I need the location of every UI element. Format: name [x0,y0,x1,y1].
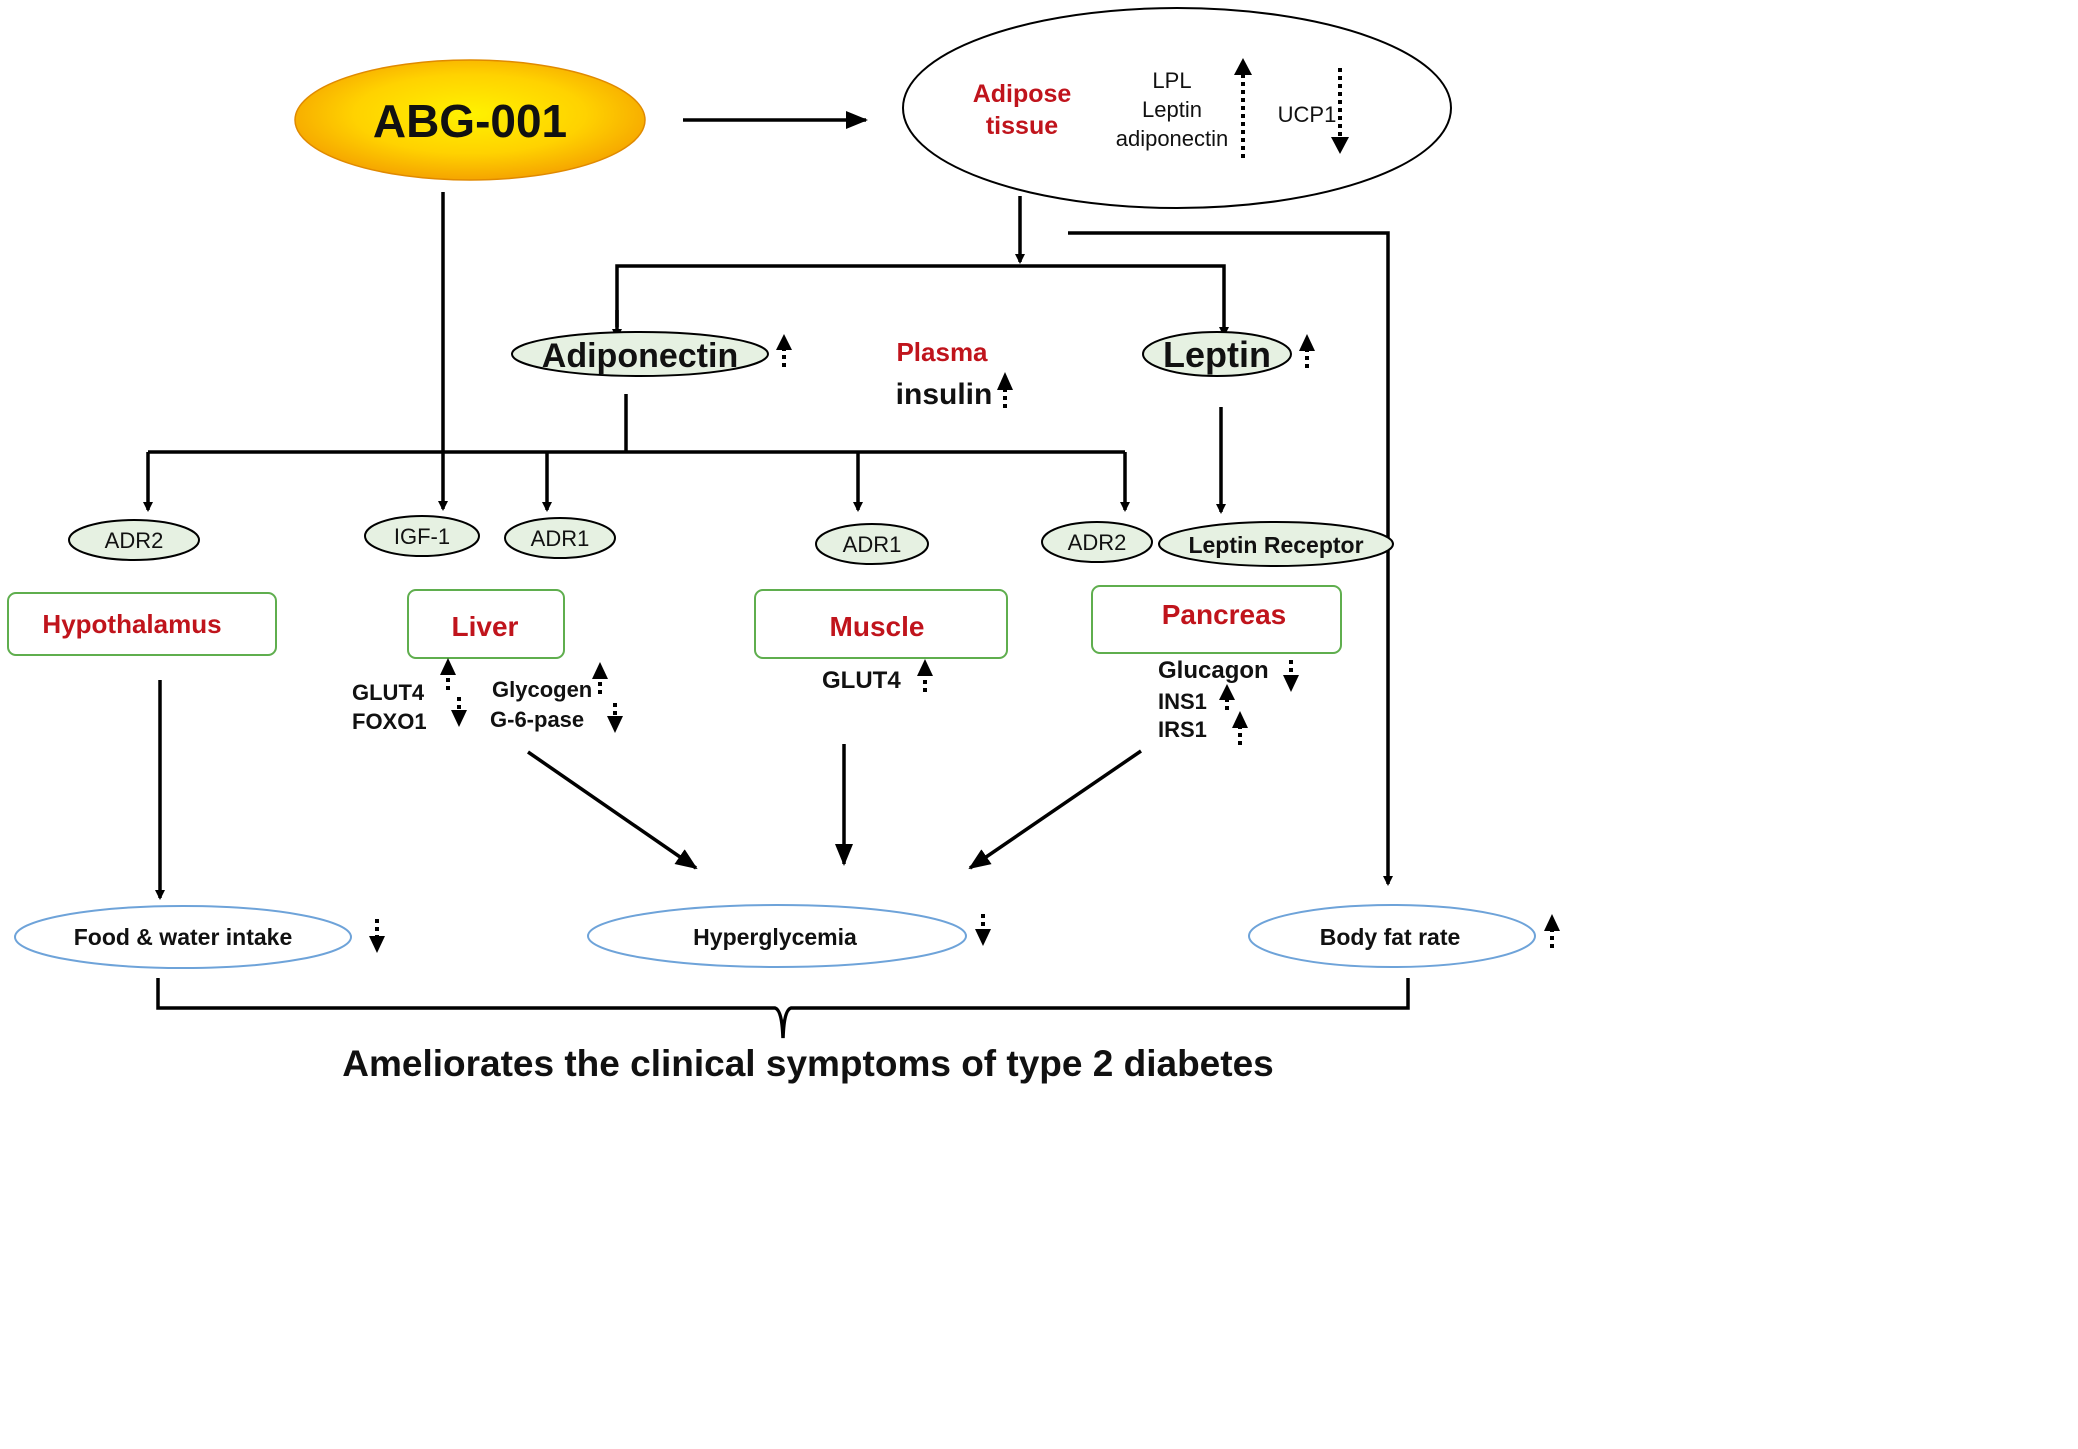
down-arrow-icon [607,703,623,733]
adipose-title-line1: Adipose [973,80,1072,108]
abg-001-label: ABG-001 [373,95,567,147]
adiponectin-node: Adiponectin [511,331,769,377]
up-arrow-icon [917,659,933,692]
down-arrow-icon [975,914,991,946]
up-arrow-icon [592,662,608,694]
adiponectin-label: Adiponectin [542,337,738,375]
conclusion-text: Ameliorates the clinical symptoms of typ… [342,1043,1273,1084]
leptin-node: Leptin [1142,331,1292,377]
liver-to-hyperglycemia-arrow [527,750,698,870]
down-arrow-icon [1283,660,1299,692]
adr2-left-receptor: ADR2 [68,519,200,561]
glucagon-label: Glucagon [1158,657,1269,684]
plasma-insulin-label: Plasma insulin [896,337,993,411]
leptin-receptor: Leptin Receptor [1158,521,1394,567]
muscle-box: Muscle [754,589,1008,659]
hypothalamus-label: Hypothalamus [42,609,221,639]
adipose-up-item-adiponectin: adiponectin [1116,126,1229,151]
adr1-liver-receptor: ADR1 [504,517,616,559]
g6pase-label: G-6-pase [490,707,584,732]
glycogen-label: Glycogen [492,677,592,702]
ins1-label: INS1 [1158,689,1207,714]
liver-label: Liver [452,611,519,642]
pancreas-box: Pancreas [1091,585,1342,654]
liver-box: Liver [407,589,565,659]
hypothalamus-box: Hypothalamus [7,592,277,656]
adipose-up-item-lpl: LPL [1152,68,1191,93]
igf1-label: IGF-1 [394,524,450,549]
body-fat-label: Body fat rate [1320,924,1461,950]
irs1-label: IRS1 [1158,717,1207,742]
foxo1-label: FOXO1 [352,709,427,734]
adr1-liver-label: ADR1 [531,526,590,551]
adr1-muscle-label: ADR1 [843,532,902,557]
adiponectin-receptor-branches [143,394,1130,512]
up-arrow-icon [1299,334,1315,368]
muscle-label: Muscle [830,611,925,642]
leptin-label: Leptin [1163,334,1271,375]
adipose-to-bodyfat-arrow [1068,231,1393,886]
adipose-down-item-ucp1: UCP1 [1278,102,1337,127]
down-arrow-icon [451,697,467,727]
adr2-right-label: ADR2 [1068,530,1127,555]
body-fat-outcome: Body fat rate [1248,904,1536,968]
pancreas-to-hyperglycemia-arrow [968,749,1142,870]
adr1-muscle-receptor: ADR1 [815,523,929,565]
food-water-outcome: Food & water intake [14,905,352,969]
up-arrow-icon [1232,711,1248,745]
up-arrow-icon [776,334,792,367]
insulin-label: insulin [896,378,993,411]
adr2-right-receptor: ADR2 [1041,521,1153,563]
food-water-label: Food & water intake [74,924,293,950]
adipose-tissue-node: Adipose tissue LPL Leptin adiponectin UC… [902,7,1452,209]
adr2-left-label: ADR2 [105,528,164,553]
glut4-liver-label: GLUT4 [352,680,425,705]
up-arrow-icon [1234,58,1252,158]
adipose-title-line2: tissue [986,112,1058,140]
up-arrow-icon [1544,914,1560,948]
mechanism-diagram: ABG-001 Adipose tissue LPL Leptin adipon… [7,7,1560,1084]
summary-bracket [156,978,1410,1039]
up-arrow-icon [1219,684,1235,710]
up-arrow-icon [440,658,456,690]
down-arrow-icon [369,919,385,953]
hyperglycemia-outcome: Hyperglycemia [587,904,967,968]
up-arrow-icon [997,372,1013,408]
plasma-label: Plasma [896,337,988,367]
igf1-receptor: IGF-1 [364,515,480,557]
pancreas-label: Pancreas [1162,599,1287,630]
leptin-receptor-label: Leptin Receptor [1188,532,1363,558]
hormone-branch-line [615,264,1229,337]
down-arrow-icon [1331,68,1349,154]
hyperglycemia-label: Hyperglycemia [693,924,857,950]
abg-001-node: ABG-001 [294,59,646,181]
glut4-muscle-label: GLUT4 [822,667,901,694]
adipose-up-item-leptin: Leptin [1142,97,1202,122]
